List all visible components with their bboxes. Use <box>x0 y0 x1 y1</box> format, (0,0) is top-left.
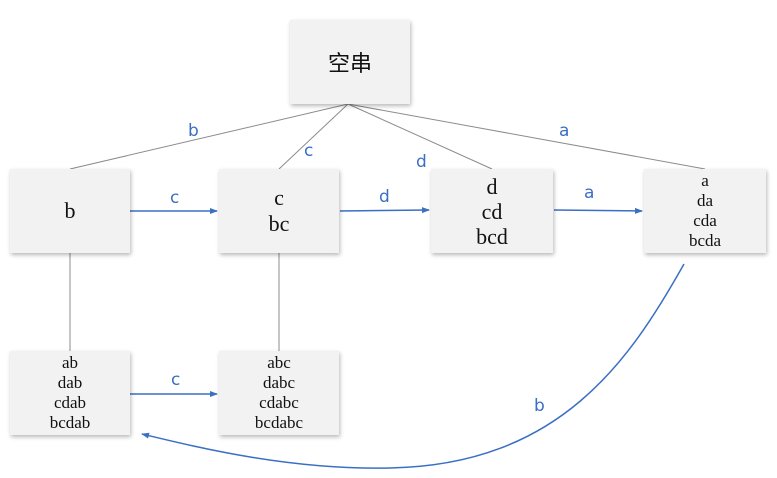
node-ab-line-3: cdab <box>53 393 87 412</box>
label-d-a: a <box>584 183 595 203</box>
label-root-c: c <box>304 141 314 161</box>
node-ab: ab dab cdab bcdab <box>10 351 130 435</box>
label-root-a: a <box>559 121 570 141</box>
node-abc-line-1: abc <box>267 353 291 372</box>
label-ab-abc: c <box>171 370 181 390</box>
node-d: d cd bcd <box>431 169 553 253</box>
node-abc-line-3: cdabc <box>259 393 299 412</box>
node-abc-line-4: bcdabc <box>254 413 304 432</box>
node-a-line-4: bcda <box>688 231 722 250</box>
label-c-d: d <box>379 187 390 207</box>
node-a-line-3: cda <box>693 211 717 230</box>
edge-root-b <box>69 103 349 170</box>
node-b: b <box>10 169 130 253</box>
label-b-c: c <box>170 188 180 208</box>
arrow-c-d <box>339 207 430 214</box>
node-a: a da cda bcda <box>644 169 766 253</box>
node-b-line-1: b <box>64 198 76 223</box>
node-c: c bc <box>219 169 339 253</box>
node-empty-string-label: 空串 <box>327 52 372 77</box>
node-d-line-1: d <box>486 173 498 199</box>
label-a-ab: b <box>534 396 545 416</box>
node-ab-line-1: ab <box>61 353 79 372</box>
node-c-line-1: c <box>274 185 284 210</box>
label-root-d: d <box>416 152 427 172</box>
edge-root-a <box>347 103 706 170</box>
node-a-line-2: da <box>696 191 714 210</box>
label-root-b: b <box>188 121 199 141</box>
node-a-line-1: a <box>701 171 709 190</box>
node-ab-line-2: dab <box>57 373 83 392</box>
edge-root-c <box>278 103 349 170</box>
node-empty-string: 空串 <box>290 20 410 104</box>
edge-root-d <box>347 103 493 170</box>
node-d-line-3: bcd <box>476 223 508 249</box>
node-d-line-2: cd <box>481 198 503 224</box>
node-c-line-2: bc <box>268 211 290 236</box>
node-ab-line-4: bcdab <box>49 413 91 432</box>
arrow-a-ab <box>141 263 685 469</box>
node-abc-line-2: dabc <box>262 373 296 392</box>
node-abc: abc dabc cdabc bcdabc <box>219 351 339 435</box>
arrow-d-a <box>553 207 643 214</box>
